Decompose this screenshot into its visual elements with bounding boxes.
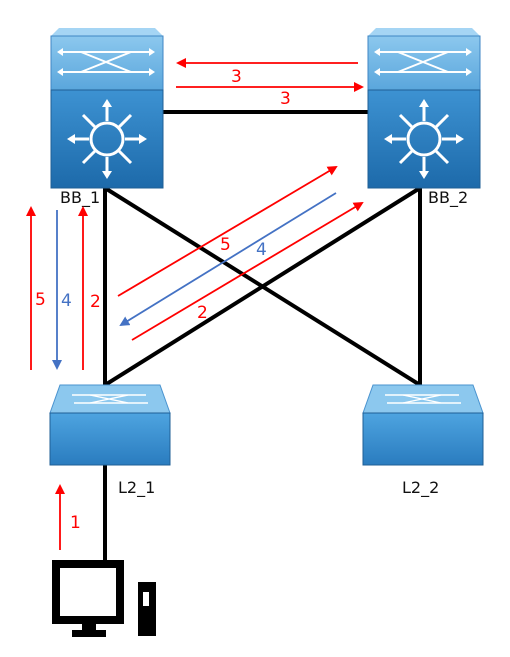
flow-label-5-diag: 5 (220, 235, 231, 255)
flow-label-2-left: 2 (90, 292, 101, 312)
l2_2-switch[interactable] (362, 384, 484, 466)
link-bb2-l2_1 (103, 186, 422, 387)
flow-label-2-diag: 2 (197, 303, 208, 323)
flow-label-1: 1 (70, 513, 81, 533)
bb1-switch[interactable] (50, 28, 164, 189)
core-switch-icon (50, 28, 164, 189)
flow-label-3-top: 3 (231, 67, 242, 87)
l2_1-switch[interactable] (49, 384, 171, 466)
l2_1-label: L2_1 (118, 478, 155, 498)
flow-label-3-bottom: 3 (280, 89, 291, 109)
flow-arrow-2-diag (131, 201, 364, 341)
workgroup-switch-icon (362, 384, 484, 466)
bb2-switch[interactable] (367, 28, 481, 189)
flow-arrow-5-diag (117, 165, 338, 297)
links (103, 110, 422, 560)
flow-label-4-diag: 4 (256, 240, 267, 260)
pc-workstation[interactable] (52, 560, 156, 637)
flow-label-5-left: 5 (35, 290, 46, 310)
core-switch-icon (367, 28, 481, 189)
flow-label-4-left: 4 (61, 291, 72, 311)
l2_2-label: L2_2 (402, 478, 439, 498)
bb1-label: BB_1 (60, 188, 100, 208)
bb2-label: BB_2 (428, 188, 468, 208)
flow-arrow-4-diag (119, 192, 337, 327)
workstation-icon (52, 560, 156, 637)
workgroup-switch-icon (49, 384, 171, 466)
